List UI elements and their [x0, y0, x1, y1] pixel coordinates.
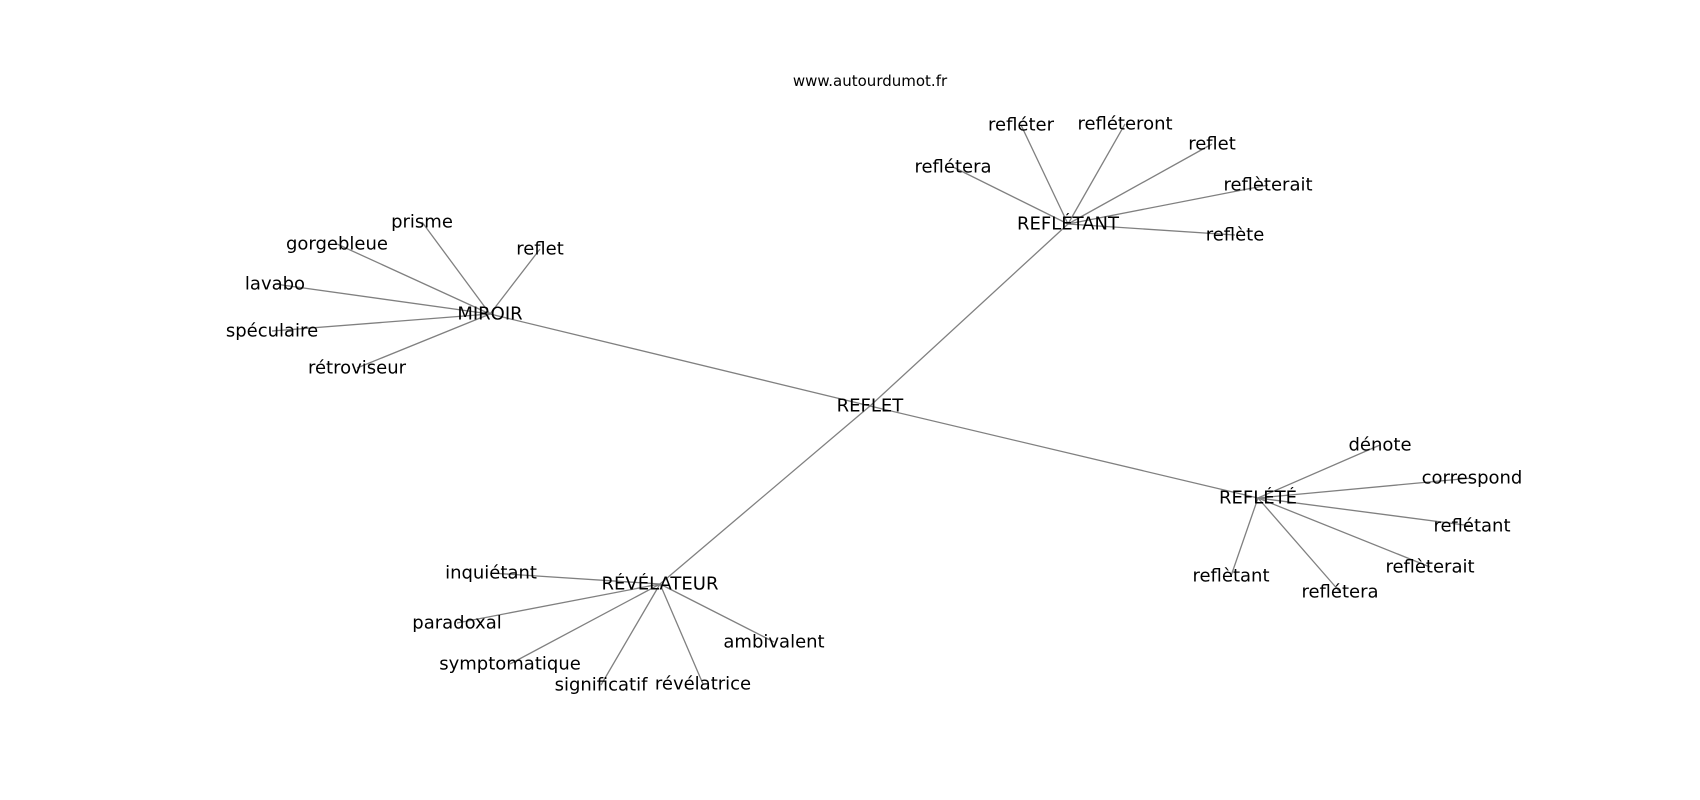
leaf-node-miroir-gorgebleue: gorgebleue: [286, 234, 388, 255]
edge-miroir-reflet: [489, 248, 541, 315]
leaf-node-reflete-refletant: reflètant: [1192, 566, 1269, 587]
edge-miroir-speculaire: [271, 313, 491, 332]
edge-revelateur-revelatrice: [659, 583, 704, 685]
edge-refletant-refletera: [952, 166, 1069, 225]
edge-reflete-refleterait: [1257, 497, 1431, 568]
edge-revelateur-ambivalent: [659, 583, 775, 643]
edge-reflete-refletera: [1257, 497, 1341, 593]
edge-refletant-reflete: [1067, 223, 1236, 236]
edge-refletant-refleteront: [1067, 123, 1126, 225]
edge-revelateur-paradoxal: [456, 583, 661, 624]
leaf-node-revelateur-revelatrice: révélatrice: [655, 674, 751, 695]
leaf-node-miroir-prisme: prisme: [391, 212, 453, 233]
leaf-node-miroir-retroviseur: rétroviseur: [308, 358, 407, 379]
edge-center-refletant: [869, 223, 1069, 407]
edge-miroir-lavabo: [274, 283, 491, 315]
edge-revelateur-significatif: [600, 583, 661, 686]
leaf-node-reflete-denote: dénote: [1348, 435, 1411, 456]
leaf-node-refletant-refleter: refléter: [988, 115, 1055, 136]
edge-reflete-denote: [1257, 444, 1381, 499]
edge-refletant-refleter: [1020, 124, 1069, 225]
edge-revelateur-symptomatique: [509, 583, 661, 665]
edge-miroir-gorgebleue: [336, 243, 491, 315]
leaf-node-refletant-refleterait: reflèterait: [1223, 175, 1312, 196]
leaf-node-miroir-speculaire: spéculaire: [226, 321, 318, 342]
edge-refletant-reflet: [1067, 143, 1213, 225]
leaf-node-refletant-reflet: reflet: [1188, 134, 1236, 155]
edge-miroir-retroviseur: [356, 313, 491, 369]
source-watermark: www.autourdumot.fr: [792, 72, 948, 90]
edge-center-miroir: [489, 313, 871, 407]
leaf-node-reflete-correspond: correspond: [1422, 468, 1523, 489]
cluster-node-revelateur: RÉVÉLATEUR: [602, 573, 719, 595]
leaf-node-revelateur-significatif: significatif: [555, 675, 649, 696]
edge-reflete-correspond: [1257, 477, 1473, 499]
cluster-node-reflete: REFLÉTÉ: [1219, 487, 1297, 509]
leaf-node-reflete-refletera: reflétera: [1301, 582, 1378, 603]
leaf-node-revelateur-paradoxal: paradoxal: [412, 613, 501, 634]
leaf-node-refletant-reflete: reflète: [1206, 225, 1265, 246]
leaf-node-refletant-refleteront: refléteront: [1077, 114, 1172, 135]
edge-center-reflete: [869, 405, 1259, 499]
edge-center-revelateur: [659, 405, 871, 585]
leaf-node-refletant-refletera: reflétera: [914, 157, 991, 178]
leaf-node-revelateur-inquietant: inquiétant: [445, 563, 537, 584]
leaf-node-miroir-lavabo: lavabo: [245, 274, 305, 295]
leaf-node-revelateur-symptomatique: symptomatique: [439, 654, 581, 675]
graph-labels: REFLET MIROIR prisme reflet gorgebleue lavabo…: [226, 114, 1523, 696]
edge-refletant-refleterait: [1067, 184, 1269, 225]
leaf-node-revelateur-ambivalent: ambivalent: [723, 632, 824, 653]
edge-reflete-refletant: [1230, 497, 1259, 577]
leaf-node-reflete-refletant: reflétant: [1433, 516, 1510, 537]
center-node-label: REFLET: [837, 396, 905, 417]
cluster-node-refletant: REFLÉTANT: [1017, 213, 1120, 235]
edge-miroir-prisme: [421, 221, 491, 315]
leaf-node-miroir-reflet: reflet: [516, 239, 564, 260]
cluster-node-miroir: MIROIR: [457, 304, 522, 325]
edge-reflete-refletant: [1257, 497, 1473, 527]
leaf-node-reflete-refleterait: reflèterait: [1385, 557, 1474, 578]
edge-revelateur-inquietant: [490, 572, 661, 585]
graph-edges: [271, 123, 1473, 686]
